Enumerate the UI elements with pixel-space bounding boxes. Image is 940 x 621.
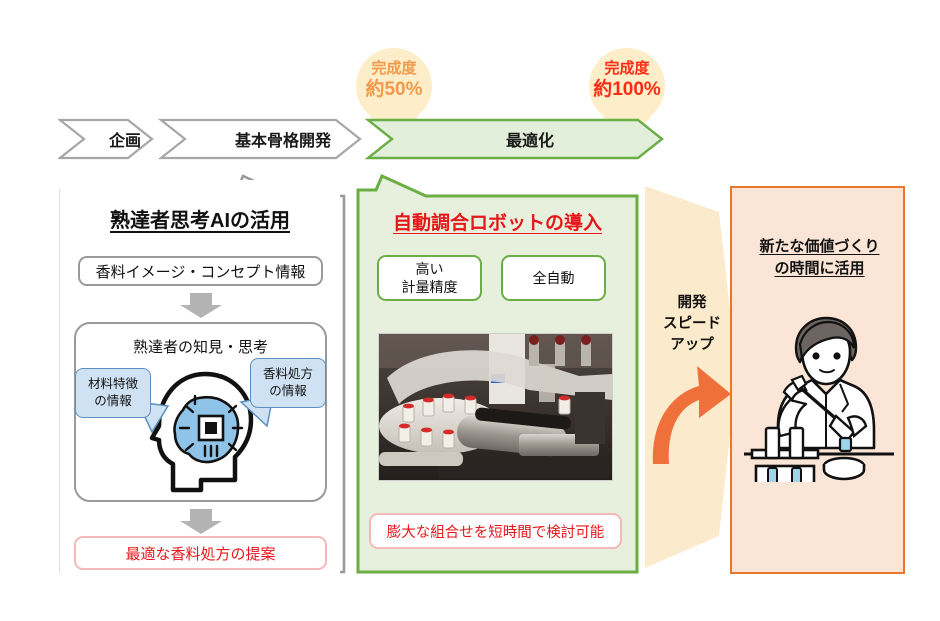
orange-curved-arrow-icon: [652, 366, 731, 464]
completion-pin-50: 完成度 約50%: [356, 48, 432, 142]
down-arrow-2: [180, 509, 222, 534]
step-label-3: 最適化: [505, 133, 554, 150]
bubble-left-line1: 材料特徴: [87, 377, 138, 392]
step-label-1: 企画: [108, 133, 141, 150]
feature-1-line2: 計量精度: [401, 279, 458, 295]
down-arrow-1: [180, 293, 222, 318]
feature-box-fully-automatic: 全自動: [501, 255, 606, 301]
completion-pin-100: 完成度 約100%: [589, 48, 665, 142]
pin-100-line2: 約100%: [593, 79, 661, 101]
left-panel-title: 熟達者思考AIの活用: [110, 210, 290, 232]
pin-50-line2: 約50%: [365, 79, 423, 101]
pin-bulb: [589, 48, 665, 124]
feature-box-accuracy: 高い 計量精度: [377, 255, 482, 301]
right-panel-title: 新たな価値づくり の時間に活用: [732, 236, 907, 280]
feature-1-line1: 高い: [415, 260, 444, 277]
speed-arrow-label: 開発 スピード アップ: [648, 293, 736, 356]
bubble-fragrance-formula: 香料処方 の情報: [250, 358, 326, 408]
step-chevron-2[interactable]: [157, 118, 362, 160]
green-result-box: 膨大な組合せを短時間で検討可能: [369, 513, 622, 549]
green-panel: 自動調合ロボットの導入 高い 計量精度 全自動 膨大な組合せを短時間で検討可能: [355, 180, 640, 574]
pin-50-line1: 完成度: [371, 60, 417, 77]
left-panel: 熟達者思考AIの活用 香料イメージ・コンセプト情報 熟達者の知見・思考: [60, 180, 340, 574]
bubble-right-line1: 香料処方: [262, 367, 313, 382]
right-title-line1: 新たな価値づくり: [759, 238, 880, 255]
automated-dispensing-robot-photo: [378, 333, 613, 481]
knowledge-title: 熟達者の知見・思考: [132, 339, 268, 356]
right-title-line2: の時間に活用: [774, 259, 865, 277]
step-label-2: 基本骨格開発: [234, 133, 331, 150]
output-proposal-box: 最適な香料処方の提案: [74, 536, 327, 570]
process-banner: [58, 118, 664, 160]
pin-100-text: 完成度 約100%: [589, 60, 665, 101]
photo-content: [379, 334, 612, 480]
scientist-illustration: [744, 316, 894, 482]
pin-100-line1: 完成度: [604, 60, 650, 77]
step-chevron-1[interactable]: [58, 118, 154, 160]
speed-line2: スピード: [663, 316, 721, 333]
speed-line3: アップ: [670, 337, 714, 354]
bubble-left-line2: の情報: [94, 394, 132, 408]
speed-line1: 開発: [677, 295, 707, 311]
right-panel: 新たな価値づくり の時間に活用: [730, 186, 905, 574]
bubble-material-features: 材料特徴 の情報: [75, 368, 151, 418]
head-brain-icon: [149, 371, 254, 493]
input-info-box: 香料イメージ・コンセプト情報: [78, 256, 323, 286]
step-chevron-3[interactable]: [364, 118, 664, 160]
green-panel-title: 自動調合ロボットの導入: [392, 213, 602, 234]
pin-50-text: 完成度 約50%: [356, 60, 432, 101]
development-speed-arrow-shape: [645, 186, 737, 568]
bubble-right-line2: の情報: [269, 384, 307, 398]
pin-bulb: [356, 48, 432, 124]
